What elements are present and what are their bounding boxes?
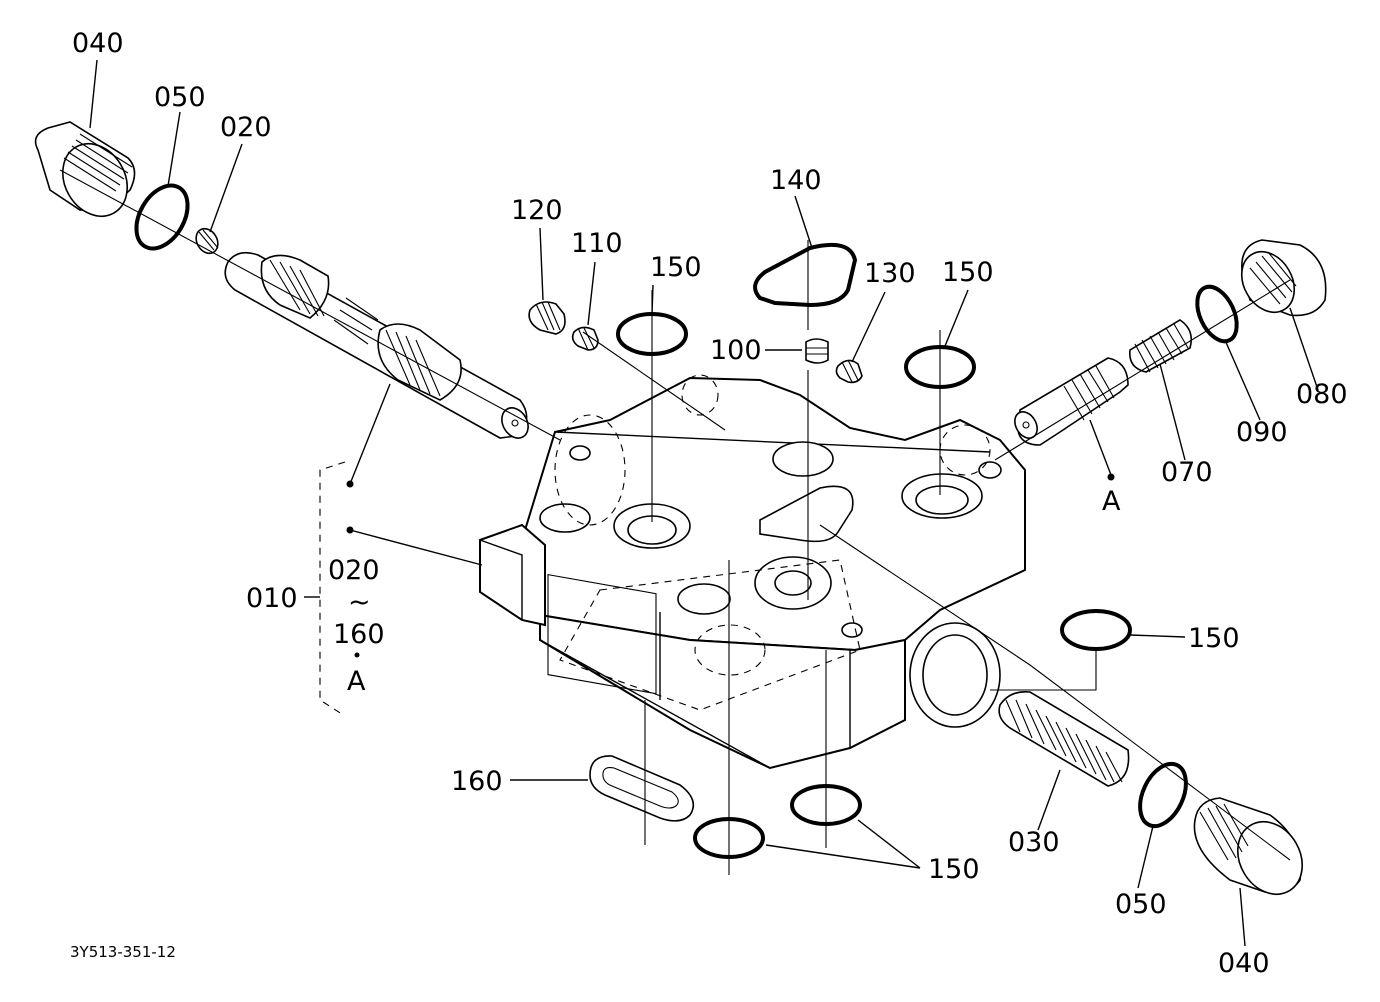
o-ring-050-bottom (1138, 761, 1188, 829)
callout-020-group: 020 (328, 555, 380, 586)
callout-070: 070 (1161, 457, 1213, 488)
callout-120: 120 (511, 195, 563, 226)
plug-100 (805, 338, 829, 364)
centerlines (59, 169, 1291, 875)
callout-040-top: 040 (72, 28, 124, 59)
bullet-dot (354, 652, 360, 658)
callout-020-top: 020 (220, 112, 272, 143)
o-ring-150-c (1060, 609, 1132, 651)
callout-010: 010 (246, 583, 298, 614)
gasket-160 (589, 755, 695, 822)
callout-030: 030 (1008, 827, 1060, 858)
o-ring-050-top (134, 183, 190, 251)
bullet-dot (1107, 473, 1115, 481)
callout-080: 080 (1296, 379, 1348, 410)
leader-lines (89, 59, 1319, 947)
callout-tilde: ~ (348, 587, 371, 618)
spring-070 (1129, 319, 1193, 373)
group-bracket (319, 461, 346, 717)
callout-150-b: 150 (942, 257, 994, 288)
callout-050-bottom: 050 (1115, 889, 1167, 920)
callout-110: 110 (571, 228, 623, 259)
plug-130 (835, 359, 863, 384)
plug-120 (528, 301, 566, 335)
callout-labels: 040 050 020 120 110 150 140 130 100 150 … (70, 28, 1348, 979)
plug-040-top (34, 121, 136, 217)
plug-020-top (195, 227, 219, 255)
plug-110 (571, 326, 599, 351)
poppet-a (1014, 357, 1129, 446)
callout-130: 130 (864, 258, 916, 289)
plug-080 (1240, 239, 1327, 317)
bullet-dot (346, 526, 354, 534)
callout-140: 140 (770, 165, 822, 196)
callout-150-a: 150 (650, 252, 702, 283)
callout-040-bottom: 040 (1218, 948, 1270, 979)
callout-100: 100 (710, 335, 762, 366)
callout-a-right: A (1102, 486, 1121, 517)
callout-160: 160 (451, 766, 503, 797)
callout-150-d: 150 (928, 854, 980, 885)
o-ring-090 (1195, 284, 1239, 344)
callout-a-group: A (347, 666, 366, 697)
gasket-140 (753, 243, 858, 308)
valve-body (479, 374, 1026, 770)
drawing-number: 3Y513-351-12 (70, 943, 176, 961)
callout-160-group: 160 (333, 619, 385, 650)
spring-030 (998, 690, 1130, 787)
bullet-dot (346, 480, 354, 488)
plug-040-bottom (1193, 797, 1303, 895)
spool-assembly (34, 121, 529, 439)
callout-090: 090 (1236, 417, 1288, 448)
callout-050-top: 050 (154, 82, 206, 113)
callout-150-c: 150 (1188, 623, 1240, 654)
